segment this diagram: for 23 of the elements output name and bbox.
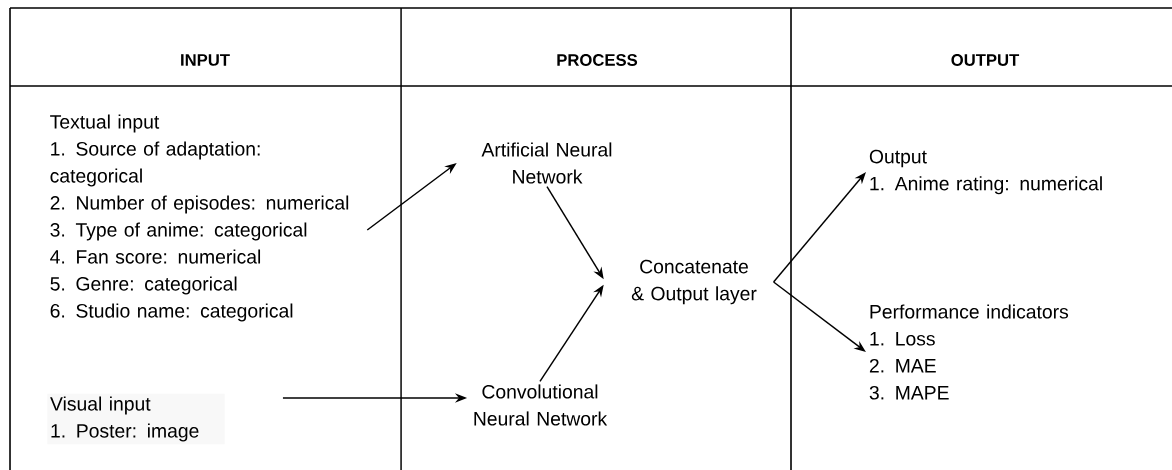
list-item: 3. Type of anime: categorical [50,222,307,241]
list-item: 5. Genre: categorical [50,276,237,295]
column-header: INPUT [181,54,230,66]
list-item: 2. MAE [869,358,936,373]
list-heading: Visual input [50,396,151,415]
node-label: Concatenate & Output layer [631,259,757,305]
list-heading: Textual input [50,114,160,133]
list-item: 3. MAPE [869,385,949,400]
arrow [772,172,866,283]
column-header: OUTPUT [951,54,1020,66]
list-item: 4. Fan score: numerical [50,249,261,264]
arrow [772,281,866,352]
node-label: Convolutional Neural Network [474,384,608,426]
list-item: 1. Anime rating: numerical [870,176,1102,195]
list-heading: Output [869,149,927,168]
list-heading: Performance indicators [870,304,1069,319]
node-label: Artificial Neural Network [481,142,612,184]
list-item: 1. Loss [870,332,935,346]
list-item: 6. Studio name: categorical [50,303,293,322]
list-item: 1. Source of adaptation: categorical [50,141,260,187]
list-item: 2. Number of episodes: numerical [50,195,349,214]
column-header: PROCESS [557,54,638,66]
list-item: 1. Poster: image [51,423,199,442]
